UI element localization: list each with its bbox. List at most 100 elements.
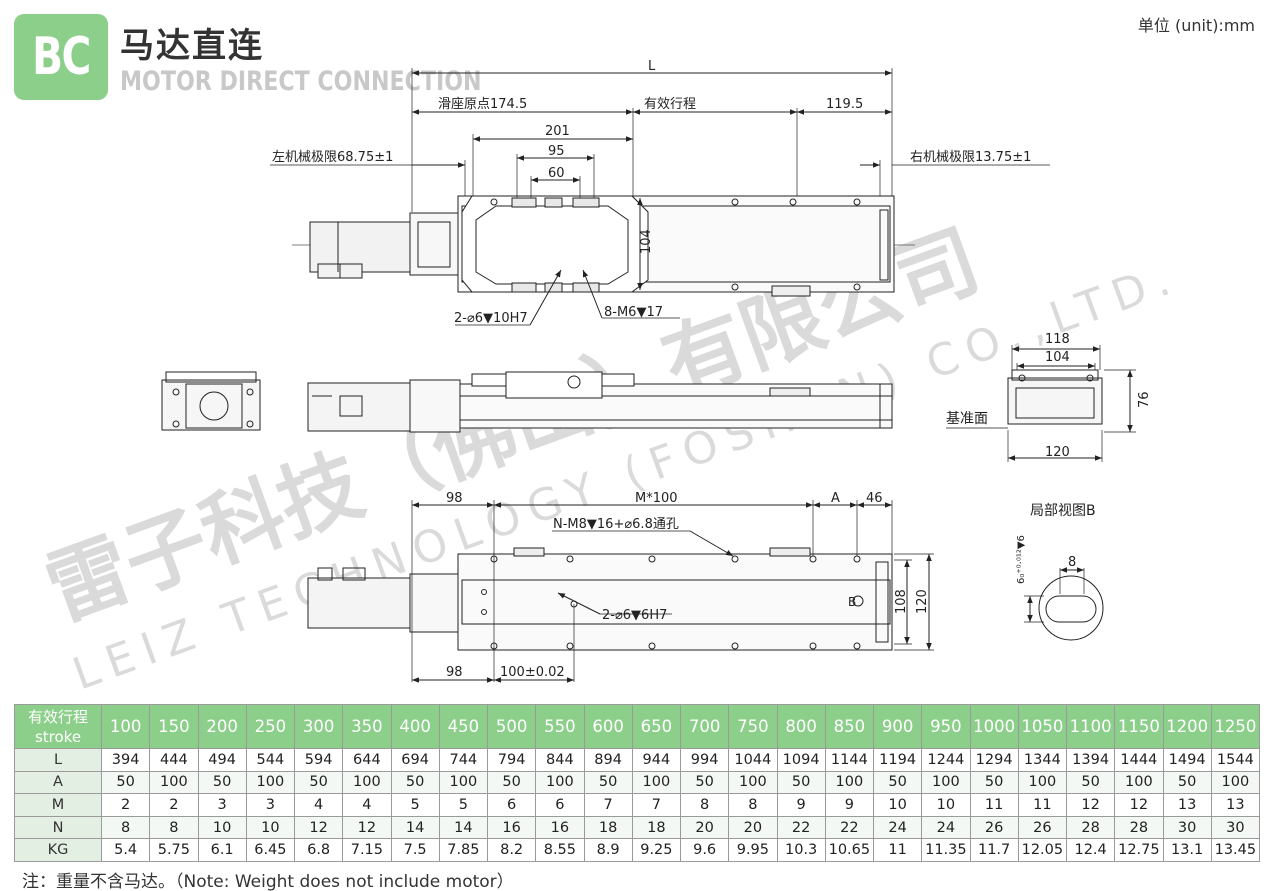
stroke-header-en: stroke — [34, 727, 82, 746]
table-cell: 9 — [824, 793, 875, 817]
ref-face: 基准面 — [946, 410, 988, 427]
table-cell: 12 — [293, 815, 344, 840]
table-cell: 50 — [583, 770, 633, 795]
table-cell: 12.4 — [1065, 838, 1116, 862]
table-cell: 944 — [631, 748, 682, 772]
logo-text: BC — [32, 27, 91, 87]
table-cell: 694 — [390, 748, 440, 772]
table-cell: 50 — [197, 770, 247, 795]
table-cell: 13 — [1210, 793, 1261, 817]
dim-120-end: 120 — [1045, 445, 1070, 460]
table-cell: 8.2 — [486, 838, 537, 862]
table-cell: 794 — [486, 748, 537, 772]
table-cell: 22 — [776, 815, 826, 840]
table-cell: 18 — [631, 815, 682, 840]
table-cell: 7 — [583, 793, 633, 817]
table-cell: 11 — [872, 838, 923, 862]
stroke-value: 550 — [535, 704, 585, 749]
table-cell: 50 — [679, 770, 730, 795]
table-cell: 50 — [1162, 770, 1212, 795]
table-cell: 8.9 — [583, 838, 633, 862]
stroke-value: 950 — [921, 704, 971, 749]
dim-stroke: 有效行程 — [644, 97, 696, 112]
table-cell: 9 — [776, 793, 826, 817]
table-cell: 7.15 — [342, 838, 392, 862]
row-label: L — [14, 748, 102, 772]
table-cell: 12 — [1114, 793, 1164, 817]
stroke-value: 1250 — [1210, 704, 1261, 749]
table-cell: 3 — [245, 793, 296, 817]
table-cell: 24 — [872, 815, 923, 840]
technical-drawing: 雷子科技（佛山）有限公司 LEIZ TECHNOLOGY (FOSHAN) CO… — [34, 59, 1186, 700]
table-cell: 50 — [1065, 770, 1116, 795]
table-cell: 100 — [921, 770, 971, 795]
dim-holes: N-M8▼16+⌀6.8通孔 — [553, 517, 679, 532]
stroke-value: 700 — [679, 704, 730, 749]
stroke-value: 250 — [245, 704, 296, 749]
table-cell: 13 — [1162, 793, 1212, 817]
dim-46: 46 — [866, 491, 883, 506]
label-b: B — [848, 595, 856, 609]
detail-title: 局部视图B — [1030, 503, 1096, 519]
row-label: A — [14, 770, 102, 795]
table-cell: 14 — [438, 815, 489, 840]
dim-a: A — [831, 491, 840, 506]
detail-tol: 6₀⁺⁰·⁰¹²▼6 — [1016, 535, 1027, 584]
table-cell: 12.05 — [1017, 838, 1068, 862]
table-cell: 10 — [872, 793, 923, 817]
table-cell: 30 — [1210, 815, 1261, 840]
dim-right-limit: 右机械极限13.75±1 — [910, 150, 1031, 165]
table-cell: 5 — [390, 793, 440, 817]
table-cell: 994 — [679, 748, 730, 772]
stroke-value: 600 — [583, 704, 633, 749]
table-cell: 100 — [535, 770, 585, 795]
dim-left-limit: 左机械极限68.75±1 — [272, 150, 393, 165]
stroke-value: 1200 — [1162, 704, 1212, 749]
table-cell: 14 — [390, 815, 440, 840]
table-cell: 30 — [1162, 815, 1212, 840]
table-cell: 7.5 — [390, 838, 440, 862]
table-cell: 11.35 — [921, 838, 971, 862]
table-cell: 7.85 — [438, 838, 489, 862]
table-cell: 6.8 — [293, 838, 344, 862]
unit-note: 单位 (unit):mm — [1137, 16, 1255, 35]
table-cell: 844 — [535, 748, 585, 772]
stroke-value: 300 — [293, 704, 344, 749]
table-cell: 100 — [149, 770, 199, 795]
table-cell: 444 — [149, 748, 199, 772]
table-cell: 11 — [1017, 793, 1068, 817]
table-cell: 8 — [679, 793, 730, 817]
table-cell: 18 — [583, 815, 633, 840]
table-cell: 28 — [1065, 815, 1116, 840]
stroke-value: 450 — [438, 704, 489, 749]
dim-100-tol: 100±0.02 — [500, 665, 565, 680]
dim-pin-top: 2-⌀6▼10H7 — [454, 311, 528, 326]
table-cell: 8.55 — [535, 838, 585, 862]
table-cell: 26 — [969, 815, 1019, 840]
table-cell: 100 — [631, 770, 682, 795]
table-cell: 9.6 — [679, 838, 730, 862]
table-cell: 100 — [438, 770, 489, 795]
table-cell: 1444 — [1114, 748, 1164, 772]
table-cell: 10 — [245, 815, 296, 840]
row-label: M — [14, 793, 102, 817]
bottom-view — [307, 500, 934, 683]
table-cell: 50 — [486, 770, 537, 795]
table-cell: 50 — [100, 770, 151, 795]
table-cell: 10.3 — [776, 838, 826, 862]
table-cell: 9.25 — [631, 838, 682, 862]
table-cell: 6.45 — [245, 838, 296, 862]
table-cell: 50 — [872, 770, 923, 795]
detail-view-b — [1024, 567, 1104, 641]
table-cell: 4 — [293, 793, 344, 817]
table-cell: 5.75 — [149, 838, 199, 862]
table-cell: 8 — [100, 815, 151, 840]
end-view — [946, 345, 1136, 462]
table-cell: 1494 — [1162, 748, 1212, 772]
dim-95: 95 — [548, 144, 565, 159]
table-cell: 1044 — [728, 748, 778, 772]
